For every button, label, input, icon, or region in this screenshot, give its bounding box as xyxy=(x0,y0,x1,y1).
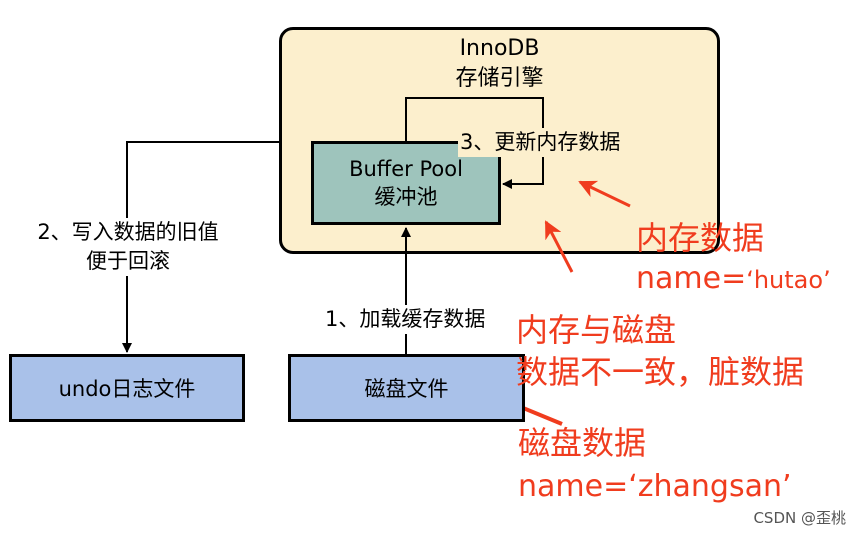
disk-name-annotation: name=‘zhangsan’ xyxy=(518,469,792,504)
disk-file-box: 磁盘文件 xyxy=(288,354,525,422)
update-memory-label: 3、更新内存数据 xyxy=(458,128,623,157)
memory-name-prefix: name= xyxy=(636,261,747,296)
dirty-data-line2: 数据不一致，脏数据 xyxy=(516,353,805,391)
undo-log-file-label: undo日志文件 xyxy=(58,377,196,401)
csdn-watermark: CSDN @歪桃 xyxy=(753,509,846,527)
innodb-title: InnoDB 存储引擎 xyxy=(279,34,720,94)
undo-log-file-box: undo日志文件 xyxy=(9,354,245,422)
write-old-value-label: 2、写入数据的旧值 便于回滚 xyxy=(30,218,226,276)
memory-data-red-arrow xyxy=(578,180,631,208)
load-cache-label: 1、加载缓存数据 xyxy=(323,305,488,334)
write-old-value-line2: 便于回滚 xyxy=(86,249,170,273)
buffer-pool-label: Buffer Pool xyxy=(349,157,463,181)
memory-name-annotation: name=‘hutao’ xyxy=(636,261,831,297)
innodb-title-line2: 存储引擎 xyxy=(455,66,544,91)
innodb-title-line1: InnoDB xyxy=(459,36,540,61)
buffer-pool-sublabel: 缓冲池 xyxy=(374,185,438,209)
dirty-data-line1: 内存与磁盘 xyxy=(516,311,677,349)
dirty-data-red-arrow xyxy=(544,220,574,273)
update-memory-loop-arrow xyxy=(405,97,544,189)
disk-file-label: 磁盘文件 xyxy=(364,377,449,401)
memory-name-value: ‘hutao’ xyxy=(746,266,831,294)
disk-data-annotation: 磁盘数据 xyxy=(518,424,647,462)
buffer-pool-box: Buffer Pool 缓冲池 xyxy=(311,141,501,225)
write-old-value-arrow xyxy=(122,141,279,353)
dirty-data-annotation: 内存与磁盘 数据不一致，脏数据 xyxy=(516,309,804,393)
memory-data-annotation: 内存数据 xyxy=(636,219,765,257)
write-old-value-line1: 2、写入数据的旧值 xyxy=(37,220,219,244)
